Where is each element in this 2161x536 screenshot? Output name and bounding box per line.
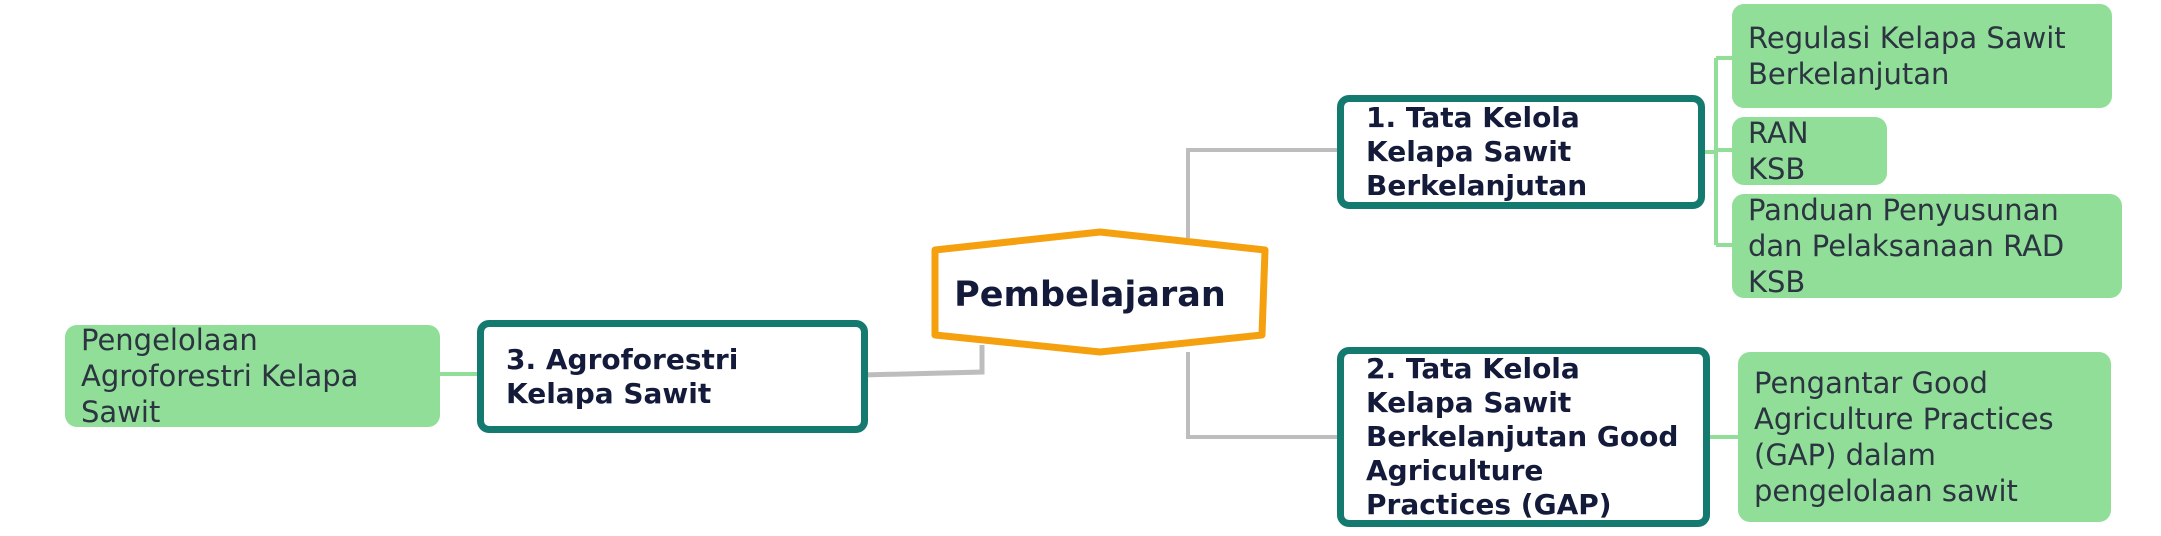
leaf-node-1-2: RAN KSB <box>1732 116 1887 186</box>
branch-3-label: 3. Agroforestri Kelapa Sawit <box>506 342 739 410</box>
leaf-node-1-3: Panduan Penyusunan dan Pelaksanaan RAD K… <box>1732 193 2122 299</box>
leaf-node-3-1: Pengelolaan Agroforestri Kelapa Sawit <box>65 323 440 429</box>
center-node-shape <box>931 228 1269 356</box>
branch-1-label: 1. Tata Kelola Kelapa Sawit Berkelanjuta… <box>1366 101 1588 202</box>
leaf-1-1-label: Regulasi Kelapa Sawit Berkelanjutan <box>1748 21 2066 91</box>
connector-center-branch-1 <box>1186 148 1337 238</box>
leaf-node-2-1: Pengantar Good Agriculture Practices (GA… <box>1738 352 2111 522</box>
connector-branch-1-children <box>1700 56 1732 247</box>
branch-node-3: 3. Agroforestri Kelapa Sawit <box>477 320 868 433</box>
leaf-1-3-label: Panduan Penyusunan dan Pelaksanaan RAD K… <box>1748 193 2065 299</box>
leaf-1-2-label: RAN KSB <box>1748 116 1809 186</box>
branch-node-2: 2. Tata Kelola Kelapa Sawit Berkelanjuta… <box>1337 347 1710 527</box>
connector-center-branch-2 <box>1186 352 1337 439</box>
leaf-2-1-label: Pengantar Good Agriculture Practices (GA… <box>1754 366 2054 508</box>
center-node-label: Pembelajaran <box>954 275 1226 315</box>
connector-center-branch-3 <box>861 345 985 378</box>
leaf-3-1-label: Pengelolaan Agroforestri Kelapa Sawit <box>81 323 359 429</box>
branch-2-label: 2. Tata Kelola Kelapa Sawit Berkelanjuta… <box>1366 352 1679 521</box>
branch-node-1: 1. Tata Kelola Kelapa Sawit Berkelanjuta… <box>1337 95 1705 209</box>
leaf-node-1-1: Regulasi Kelapa Sawit Berkelanjutan <box>1732 4 2112 108</box>
